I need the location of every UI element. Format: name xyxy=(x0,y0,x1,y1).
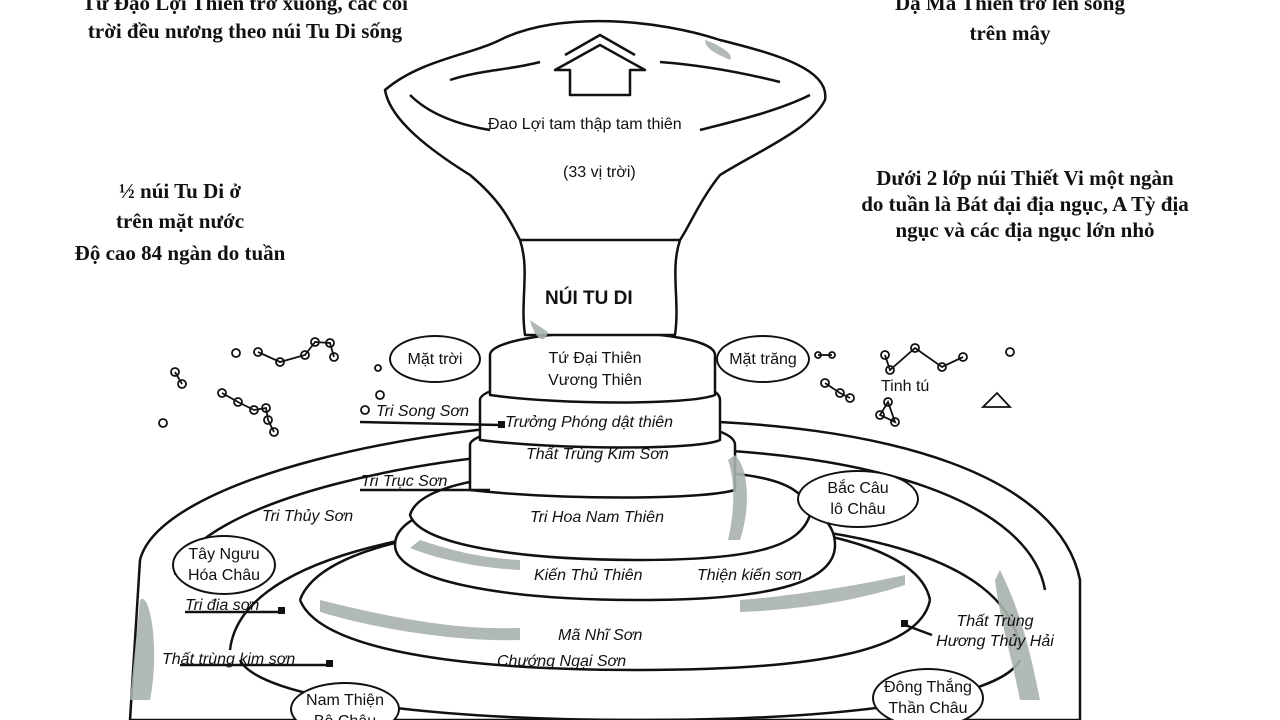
leader-that-trung-huong xyxy=(904,623,933,637)
label-tri-song: Tri Song Sơn xyxy=(376,403,469,420)
oval-tay-nguu-label-2: Hóa Châu xyxy=(187,567,261,584)
label-tinh-tu: Tinh tú xyxy=(881,378,930,395)
oval-mat-troi: Mặt trời xyxy=(389,335,481,383)
note-top-left-2: trời đều nương theo núi Tu Di sống xyxy=(87,19,403,43)
label-tu-dai-1: Tứ Đại Thiên xyxy=(548,350,642,367)
oval-bac-cau-label-1: Bắc Câu xyxy=(827,480,889,497)
meru-column xyxy=(518,239,682,337)
note-left-3: Độ cao 84 ngàn do tuần xyxy=(74,241,286,265)
label-that-trung-kim: Thất Trùng Kim Sơn xyxy=(526,446,669,463)
note-top-left-1: Tứ Đạo Lợi Thiên trở xuống, các cõi xyxy=(82,0,408,15)
oval-nam-thien: Nam Thiện Bộ Châu xyxy=(290,682,400,720)
oval-tay-nguu-label-1: Tây Ngưu xyxy=(188,546,260,563)
shade-8 xyxy=(728,455,747,540)
label-nui-tu-di: NÚI TU DI xyxy=(545,288,633,309)
oval-mat-trang: Mặt trăng xyxy=(716,335,810,383)
label-tri-truc: Tri Trục Sơn xyxy=(361,473,448,490)
label-dao-loi: Đao Lợi tam thập tam thiên xyxy=(488,116,682,133)
shade-3 xyxy=(740,575,905,612)
oval-dong-thang-label-1: Đông Thắng xyxy=(884,679,972,696)
label-that-trung-huong-2: Hương Thủy Hải xyxy=(936,633,1054,650)
oval-nam-thien-label-2: Bộ Châu xyxy=(314,711,376,720)
oval-dong-thang-label-2: Thần Châu xyxy=(888,700,968,717)
note-top-right-2: trên mây xyxy=(969,21,1051,45)
leader-tri-song xyxy=(359,420,501,427)
label-that-trung-huong-1: Thất Trùng xyxy=(956,613,1034,630)
note-right-1: Dưới 2 lớp núi Thiết Vi một ngàn xyxy=(876,166,1174,190)
meru-top xyxy=(383,19,827,242)
note-right-2: do tuần là Bát đại địa ngục, A Tỳ địa xyxy=(861,192,1189,216)
note-left-2: trên mặt nước xyxy=(115,209,245,233)
oval-mat-troi-label: Mặt trời xyxy=(407,350,463,368)
label-ma-nhi: Mã Nhĩ Sơn xyxy=(558,627,643,644)
note-right-3: ngục và các địa ngục lớn nhỏ xyxy=(895,218,1155,242)
label-tu-dai-2: Vương Thiên xyxy=(548,372,642,389)
anchor-dot xyxy=(278,607,285,614)
ring-band-3 xyxy=(298,599,932,672)
oval-mat-trang-label: Mặt trăng xyxy=(729,350,797,368)
label-kien-thu: Kiến Thủ Thiên xyxy=(534,567,643,584)
note-left-1: ½ núi Tu Di ở xyxy=(119,179,241,203)
anchor-dot xyxy=(498,421,505,428)
shade-2 xyxy=(320,600,520,641)
star-clusters xyxy=(158,337,1015,437)
oval-nam-thien-label-1: Nam Thiện xyxy=(306,692,384,709)
anchor-dot xyxy=(901,620,908,627)
label-truong-phong: Trưởng Phóng dật thiên xyxy=(505,414,674,431)
label-chuong-ngai: Chướng Ngại Sơn xyxy=(497,653,627,670)
shade-7 xyxy=(995,570,1040,700)
palace xyxy=(553,43,647,97)
shade-6 xyxy=(530,320,548,340)
label-33-vi-troi: (33 vị trời) xyxy=(563,164,636,181)
shade-4 xyxy=(705,40,731,60)
label-tri-thuy: Tri Thủy Sơn xyxy=(262,508,354,525)
shade-1 xyxy=(130,598,155,700)
label-tri-hoa: Tri Hoa Nam Thiên xyxy=(530,509,664,526)
note-top-right-1: Dạ Ma Thiên trở lên sống xyxy=(894,0,1125,15)
anchor-dot xyxy=(326,660,333,667)
shade-5 xyxy=(410,540,520,570)
label-tri-dia: Tri địa sơn xyxy=(185,597,260,614)
oval-bac-cau: Bắc Câu lô Châu xyxy=(797,470,919,528)
oval-bac-cau-label-2: lô Châu xyxy=(830,501,886,518)
label-that-trung-kim-son: Thất trùng kim sơn xyxy=(162,651,296,668)
label-thien-kien: Thiện kiến sơn xyxy=(697,567,802,584)
